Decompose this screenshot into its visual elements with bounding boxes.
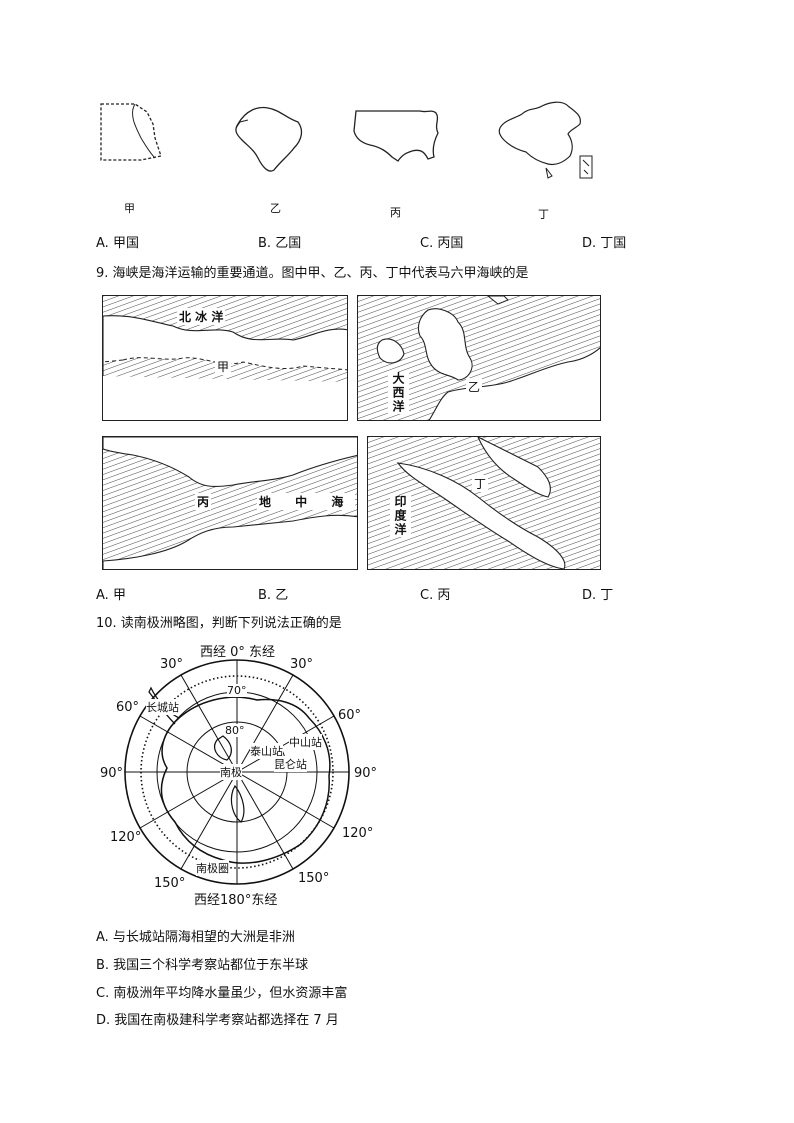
map-usa-outline: [353, 110, 439, 162]
mediterranean-label: 地 中 海: [257, 493, 356, 510]
q9-option-a[interactable]: A. 甲: [96, 588, 126, 603]
q10-option-d[interactable]: D. 我国在南极建科学考察站都选择在 7 月: [96, 1013, 339, 1028]
q8-option-b[interactable]: B. 乙国: [258, 236, 302, 251]
antarctic-circle-label: 南极圈: [196, 860, 229, 876]
lon-150w-label: 150°: [154, 876, 186, 891]
map-label-ding: 丁: [538, 208, 549, 221]
changcheng-station-label: 长城站: [146, 699, 179, 715]
map-label-jia: 甲: [124, 202, 135, 215]
q8-option-d[interactable]: D. 丁国: [582, 236, 627, 251]
lon-30e-label: 30°: [290, 657, 314, 672]
q10-option-a[interactable]: A. 与长城站隔海相望的大洲是非洲: [96, 930, 295, 945]
lat-70-label: 70°: [227, 684, 247, 697]
q10-question: 10. 读南极洲略图，判断下列说法正确的是: [96, 616, 342, 631]
strait-label-jia: 甲: [215, 358, 232, 375]
lon-150e-label: 150°: [298, 871, 330, 886]
map-label-bing: 丙: [390, 206, 401, 219]
map-label-yi: 乙: [270, 202, 281, 215]
strait-map-bing: 丙 地 中 海: [102, 436, 358, 570]
lon-90e-label: 90°: [354, 766, 378, 781]
lon-60w-label: 60°: [116, 700, 140, 715]
kunlun-station-label: 昆仑站: [274, 756, 307, 772]
strait-map-jia: 北 冰 洋 甲: [102, 295, 348, 421]
lon-30w-label: 30°: [160, 657, 184, 672]
q10-option-c[interactable]: C. 南极洲年平均降水量虽少，但水资源丰富: [96, 986, 348, 1001]
strait-map-yi: 大西洋 乙: [357, 295, 601, 421]
q9-question: 9. 海峡是海洋运输的重要通道。图中甲、乙、丙、丁中代表马六甲海峡的是: [96, 266, 529, 281]
q9-option-b[interactable]: B. 乙: [258, 588, 289, 603]
lon-120e-label: 120°: [342, 826, 374, 841]
q10-option-b[interactable]: B. 我国三个科学考察站都位于东半球: [96, 958, 309, 973]
lon-90w-label: 90°: [100, 766, 124, 781]
meridian-0-label: 西经 0° 东经: [200, 645, 276, 660]
indian-ocean-label: 印度洋: [390, 495, 411, 537]
q9-option-c[interactable]: C. 丙: [420, 588, 451, 603]
q9-option-d[interactable]: D. 丁: [582, 588, 614, 603]
atlantic-ocean-label: 大西洋: [388, 372, 409, 414]
strait-label-bing: 丙: [195, 493, 212, 510]
map-brazil-outline: [235, 106, 303, 172]
strait-label-ding: 丁: [472, 475, 489, 492]
map-china-outline: [498, 101, 593, 179]
arctic-ocean-label: 北 冰 洋: [177, 308, 226, 325]
south-pole-label: 南极: [220, 764, 242, 780]
q8-option-a[interactable]: A. 甲国: [96, 236, 139, 251]
meridian-180-label: 西经180°东经: [194, 893, 278, 908]
strait-label-yi: 乙: [466, 378, 483, 395]
lon-120w-label: 120°: [110, 830, 142, 845]
map-egypt-outline: [100, 103, 162, 161]
q8-option-c[interactable]: C. 丙国: [420, 236, 464, 251]
strait-map-ding: 印度洋 丁: [367, 436, 601, 570]
zhongshan-station-label: 中山站: [289, 734, 322, 750]
taishan-station-label: 泰山站: [250, 743, 283, 759]
lon-60e-label: 60°: [338, 708, 362, 723]
lat-80-label: 80°: [225, 724, 245, 737]
